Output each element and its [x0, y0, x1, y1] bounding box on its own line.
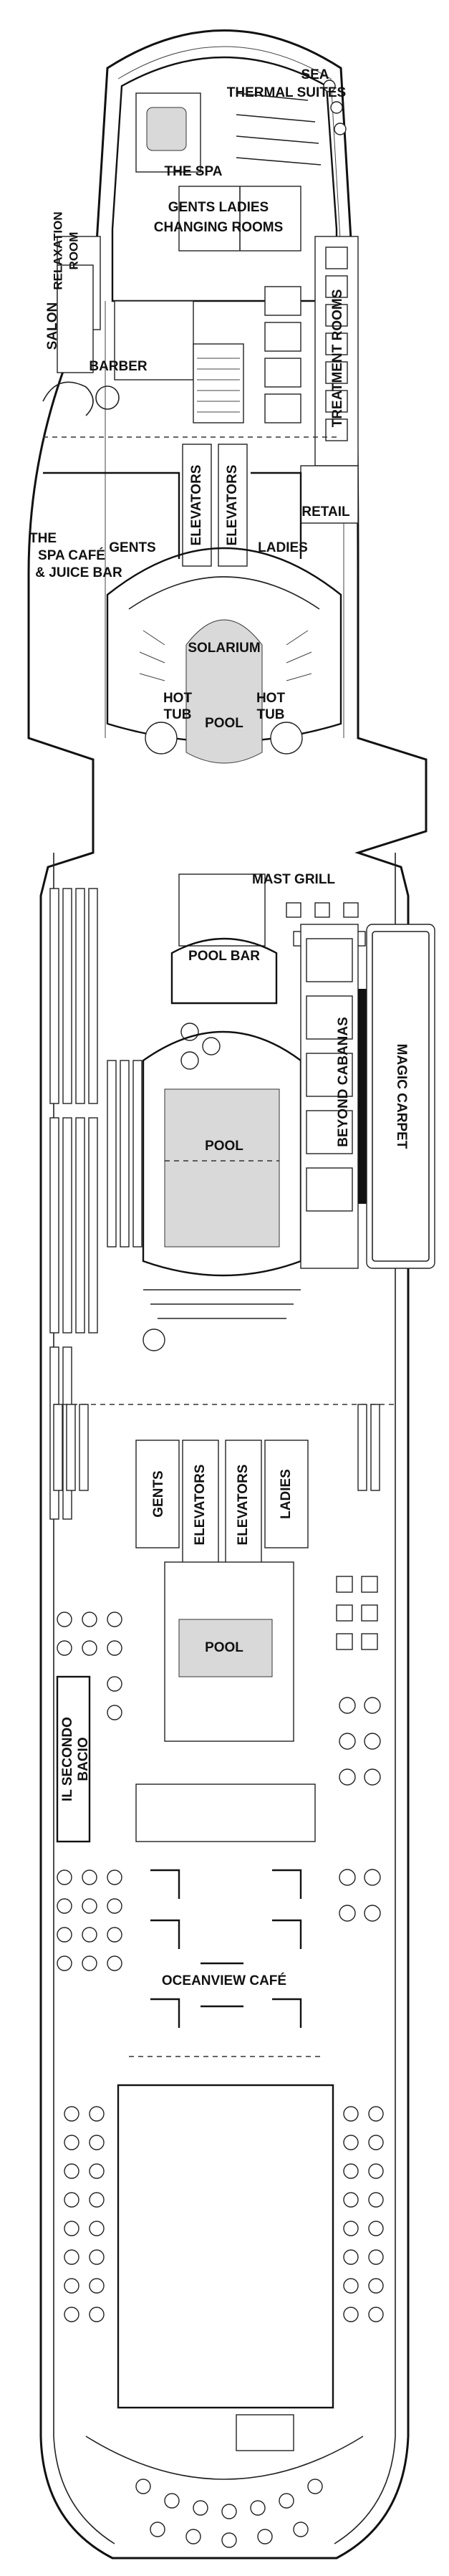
elevators-mid-1-label: ELEVATORS: [193, 1465, 208, 1546]
cabana-units: [306, 938, 353, 1212]
hot-tub-left-label-1: HOT: [163, 691, 193, 706]
oceanview-cafe-label: OCEANVIEW CAFÉ: [162, 1973, 286, 1988]
main-pool: [164, 1088, 280, 1248]
pool-bar-stool-3: [180, 1051, 199, 1070]
main-pool-label: POOL: [205, 1139, 243, 1154]
retail-label: RETAIL: [301, 504, 350, 519]
fwd-elevator-bank-2: [218, 444, 248, 567]
barber-label: BARBER: [89, 359, 148, 374]
aft-pool: [178, 1619, 273, 1677]
treatment-rooms-label: TREATMENT ROOMS: [330, 289, 345, 428]
lounger-row-left: [49, 888, 98, 1520]
spa-lounger-3: [334, 123, 347, 135]
pool-deck-stern-loungers: [143, 1289, 301, 1319]
mid-ladies: [264, 1440, 309, 1548]
salon-label: SALON: [45, 302, 60, 350]
mast-grill-counter: [178, 873, 266, 947]
spa-cafe-label-1: THE: [29, 531, 57, 546]
the-spa-label: THE SPA: [165, 164, 223, 179]
solarium-pool: [185, 619, 263, 764]
il-secondo-bacio-label-1: IL SECONDO: [60, 1717, 75, 1801]
galley-block: [135, 1783, 316, 1842]
stern-seating-arc: [85, 2436, 364, 2480]
ship-hull: [27, 29, 428, 2560]
spa-fountain: [95, 386, 120, 410]
elevators-fwd-2-label: ELEVATORS: [225, 465, 240, 546]
side-wall-left: [53, 853, 115, 2544]
solarium-loungers: [139, 630, 312, 681]
stern-tables: [135, 2479, 323, 2548]
fwd-elevator-bank-1: [182, 444, 212, 567]
elevators-fwd-1-label: ELEVATORS: [189, 465, 204, 546]
sea-thermal-suites-label-2: THERMAL SUITES: [227, 85, 346, 100]
beyond-cabanas-label: BEYOND CABANAS: [336, 1017, 351, 1147]
mid-elevator-bank-1: [182, 1440, 219, 1570]
ladies-fwd-wall: [251, 471, 302, 559]
spa-outline: [111, 56, 338, 302]
pool-bar-stool-2: [202, 1037, 221, 1055]
ladies-mid-label: LADIES: [279, 1469, 294, 1519]
relaxation-room-label-2: ROOM: [67, 232, 80, 270]
spiral-stair: [42, 381, 94, 416]
pool-bar-stool-1: [180, 1023, 199, 1041]
buffet-stations: [150, 1869, 302, 2028]
dining-tables-right: [336, 1576, 381, 1922]
spa-cafe-counter: [43, 471, 180, 559]
aft-pool-label: POOL: [205, 1640, 243, 1655]
side-wall-right: [334, 853, 396, 2544]
il-secondo-bacio-counter: [56, 1675, 91, 1843]
magic-carpet-connector: [358, 989, 367, 1204]
dining-tables-left: [57, 1612, 122, 1971]
magic-carpet: [366, 924, 435, 1269]
mid-lounger-rows: [53, 1404, 380, 1491]
mast-grill-label: MAST GRILL: [252, 872, 335, 887]
retail: [300, 465, 359, 524]
pool-deck-feature: [143, 1328, 165, 1351]
solarium-inner-arc: [128, 576, 320, 610]
spa-stair-treads: [197, 358, 240, 413]
changing-rooms-label-2: CHANGING ROOMS: [154, 220, 284, 235]
solarium-label: SOLARIUM: [188, 641, 260, 656]
hull-inner: [105, 46, 344, 738]
barber: [114, 300, 194, 380]
aft-dining-room: [117, 2084, 334, 2409]
sea-thermal-suites-label-1: SEA: [301, 67, 329, 82]
hot-tub-left-label-2: TUB: [163, 707, 191, 722]
ladies-fwd-label: LADIES: [258, 540, 308, 555]
hot-tub-right: [270, 722, 303, 755]
spa-cafe-label-3: & JUICE BAR: [35, 565, 122, 580]
salon: [57, 264, 94, 373]
hot-tub-right-label-1: HOT: [256, 691, 286, 706]
spa-stair: [193, 343, 244, 423]
hot-tub-right-label-2: TUB: [256, 707, 284, 722]
spa-lounger-1: [323, 80, 336, 92]
treatment-room-stalls: [264, 246, 348, 441]
gents-mid-label: GENTS: [151, 1470, 166, 1517]
magic-carpet-inner: [372, 931, 430, 1262]
gents-fwd-label: GENTS: [109, 540, 155, 555]
pool-bar: [170, 937, 278, 1005]
stern-stair: [236, 2414, 294, 2451]
changing-rooms-label-1: GENTS LADIES: [168, 200, 269, 215]
il-secondo-bacio-label-2: BACIO: [76, 1737, 91, 1781]
mid-elevator-bank-2: [225, 1440, 262, 1570]
pool-bar-label: POOL BAR: [188, 949, 260, 964]
hot-tub-left: [145, 722, 178, 755]
relaxation-room-label-1: RELAXATION: [51, 211, 64, 289]
thermal-loungers: [236, 92, 322, 166]
aft-dining-tables: [64, 2106, 384, 2322]
solarium-pool-label: POOL: [205, 716, 243, 731]
thermal-pool: [146, 107, 187, 151]
spa-lounger-2: [330, 101, 343, 114]
spa-cafe-label-2: SPA CAFÉ: [38, 547, 105, 563]
magic-carpet-label: MAGIC CARPET: [394, 1044, 409, 1149]
elevators-mid-2-label: ELEVATORS: [236, 1465, 251, 1546]
mid-gents: [135, 1440, 180, 1548]
